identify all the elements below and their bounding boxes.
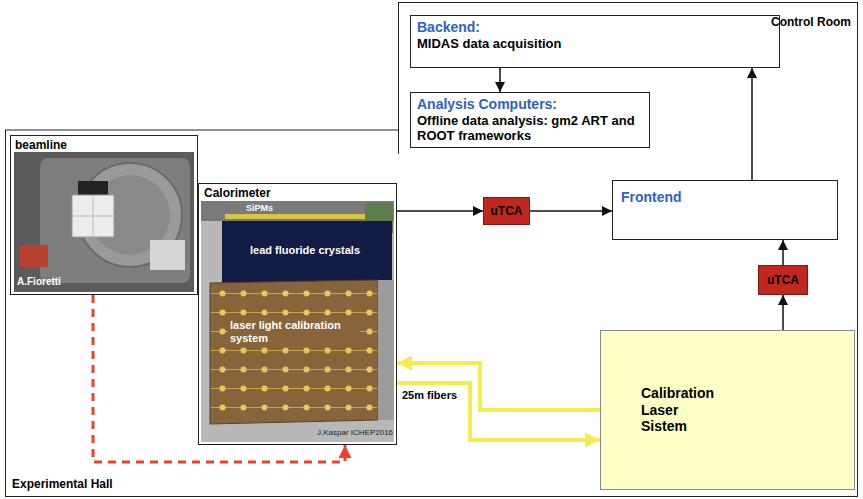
part-label: laser light calibration system bbox=[228, 318, 360, 346]
photo-box: beamline bbox=[10, 135, 198, 295]
process-box: Backend:MIDAS data acquisition bbox=[410, 15, 780, 68]
arrow-connector bbox=[530, 210, 612, 212]
image-credit: J.Kaspar ICHEP2016 bbox=[316, 428, 394, 438]
sipm-strip bbox=[225, 214, 365, 219]
process-box: Analysis Computers:Offline data analysis… bbox=[410, 92, 650, 148]
electronics-box: uTCA bbox=[758, 265, 808, 295]
box-body: Offline data analysis: gm2 ART and ROOT … bbox=[417, 113, 643, 144]
fiber-connector bbox=[397, 383, 600, 440]
detector-box: Calorimeter bbox=[198, 183, 397, 445]
arrow-connector bbox=[751, 68, 753, 180]
calorimeter-drawing bbox=[201, 201, 394, 442]
fitting bbox=[20, 245, 48, 267]
arrow-connector bbox=[397, 210, 483, 212]
beamline-photo bbox=[14, 152, 194, 292]
detector-line bbox=[72, 216, 114, 217]
box-title: Frontend bbox=[621, 189, 682, 206]
arrow-connector bbox=[782, 295, 784, 330]
part-label: SiPMs bbox=[246, 203, 273, 214]
fiber-label: 25m fibers bbox=[402, 389, 457, 402]
box-title: Analysis Computers: bbox=[417, 96, 557, 113]
box-title: Calibration Laser Sistem bbox=[641, 385, 727, 435]
vacuum-chamber bbox=[40, 158, 190, 283]
side-panel bbox=[378, 280, 394, 420]
part-label: lead fluoride crystals bbox=[250, 244, 360, 257]
box-title: uTCA bbox=[767, 273, 799, 287]
fiber-connector bbox=[397, 363, 600, 410]
box-body: MIDAS data acquisition bbox=[417, 36, 561, 52]
process-box: Frontend bbox=[612, 180, 838, 240]
box-title: Calorimeter bbox=[204, 186, 271, 200]
box-title: uTCA bbox=[491, 204, 523, 218]
laser-box: Calibration Laser Sistem bbox=[600, 330, 855, 490]
photo-credit: A.Fioretti bbox=[17, 276, 61, 288]
detector-plate bbox=[72, 195, 114, 237]
crystal-array bbox=[222, 221, 392, 283]
electronics-box: uTCA bbox=[483, 197, 530, 225]
housing bbox=[201, 201, 394, 442]
calibration-face bbox=[210, 280, 378, 424]
hall-region: beamlineCalorimeter uTCA Frontend uTCA Calib… bbox=[5, 130, 858, 497]
arrow-connector bbox=[499, 68, 501, 92]
box-title: Backend: bbox=[417, 19, 480, 36]
region-label: Control Room bbox=[771, 15, 851, 29]
arrow-connector bbox=[782, 240, 784, 265]
fitting bbox=[150, 240, 185, 270]
box-title: beamline bbox=[15, 138, 67, 152]
region-label: Experimental Hall bbox=[12, 477, 113, 491]
photo-ground bbox=[14, 152, 194, 292]
sensor-mount bbox=[78, 181, 108, 195]
room-region: Backend:MIDAS data acquisitionAnalysis C… bbox=[398, 2, 858, 154]
